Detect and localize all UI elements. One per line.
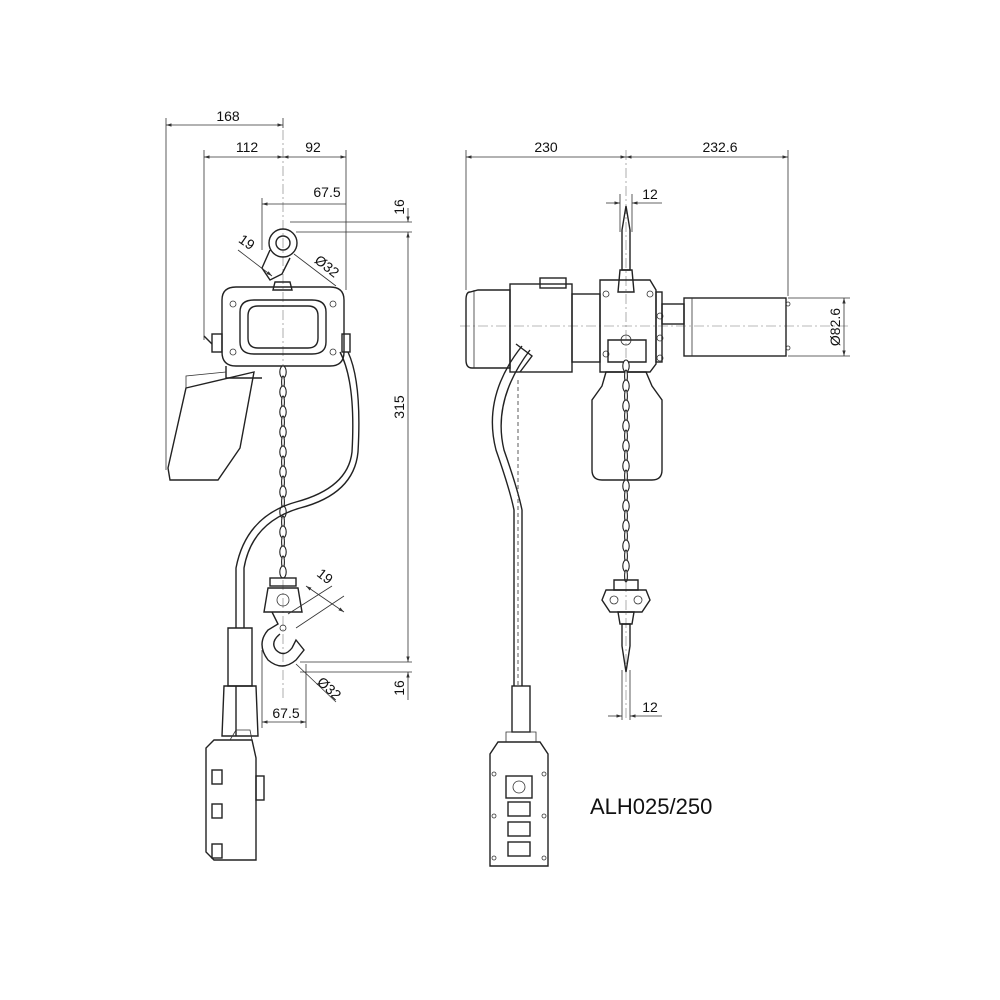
load-chain-front [622,359,630,583]
dim-hook-width-top: 12 [642,186,658,202]
chain-link [279,565,287,579]
dim-hook-offset-top: 67.5 [313,184,340,200]
hoist-body-side [203,286,351,379]
dim-hook-throat-top: 19 [236,231,258,253]
pendant-cable-side [235,351,354,628]
chain-link [624,569,628,583]
dim-overall-width: 168 [216,108,240,124]
dim-headroom: 315 [391,395,407,419]
dim-right-width: 232.6 [702,139,737,155]
chain-bag [167,371,255,481]
front-view: 230 232.6 12 Ø82.6 12 [460,139,850,867]
dim-bottom-gap: 16 [391,680,407,696]
dim-motor-diameter: Ø82.6 [827,308,843,346]
dim-top-gap: 16 [391,199,407,215]
top-hook [261,228,298,291]
pendant-front [489,731,549,867]
dim-left-to-center: 112 [236,139,259,155]
pendant-side [205,729,265,861]
bottom-block-front [601,579,651,673]
dim-hook-diameter-top: Ø32 [312,252,343,281]
dim-hook-offset-bottom: 67.5 [272,705,299,721]
front-dimensions: 230 232.6 12 Ø82.6 12 [465,139,850,720]
dim-hook-throat-bottom: 19 [314,565,336,587]
bottom-hook [261,577,305,667]
model-label: ALH025/250 [590,794,712,819]
side-view: 168 112 92 67.5 19 Ø32 16 [165,108,412,861]
dim-hook-width-bottom: 12 [642,699,658,715]
side-dimensions: 168 112 92 67.5 19 Ø32 16 [165,108,412,728]
motor [661,297,791,357]
dim-hook-diameter-bottom: Ø32 [314,673,345,703]
pendant-cable-front [491,343,533,733]
chain-container-front [591,371,663,481]
load-chain-side [279,365,287,579]
hoist-body-front [509,277,664,373]
end-cover-left [465,289,511,369]
dim-left-width: 230 [534,139,558,155]
dim-center-to-right: 92 [305,139,321,155]
top-hook-front [617,205,635,293]
